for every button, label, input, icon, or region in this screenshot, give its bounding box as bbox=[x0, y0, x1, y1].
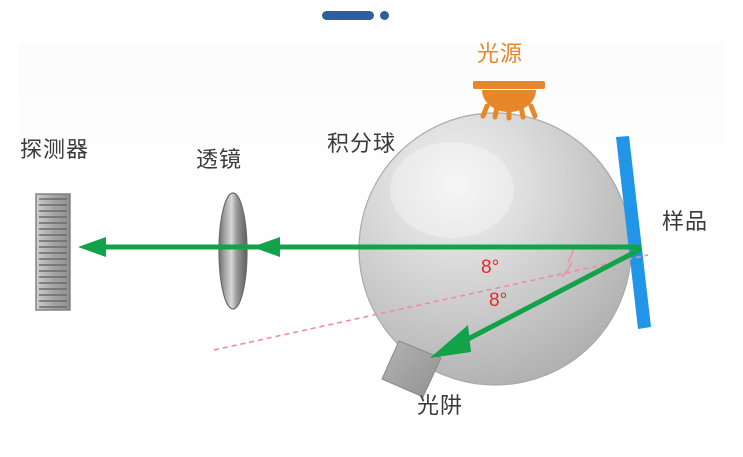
progress-bar-marker bbox=[322, 11, 374, 20]
marker-dot-icon bbox=[380, 11, 389, 20]
incident-ray-icon bbox=[78, 237, 641, 257]
light-source-icon bbox=[473, 81, 545, 121]
label-integrating-sphere: 积分球 bbox=[327, 132, 397, 157]
angle-label-upper: 8° bbox=[481, 257, 500, 278]
detector-icon bbox=[35, 193, 71, 311]
label-detector: 探测器 bbox=[20, 138, 90, 163]
angle-arc-lower bbox=[561, 261, 573, 278]
label-lens: 透镜 bbox=[196, 148, 243, 173]
normal-line-icon bbox=[213, 254, 649, 351]
light-trap-icon bbox=[381, 340, 442, 398]
reflected-ray-icon bbox=[430, 246, 643, 358]
angle-label-lower: 8° bbox=[489, 290, 508, 311]
label-light-source: 光源 bbox=[477, 42, 524, 67]
sample-icon bbox=[616, 136, 651, 329]
lens-icon bbox=[218, 192, 248, 310]
label-light-trap: 光阱 bbox=[417, 394, 464, 419]
label-sample: 样品 bbox=[662, 210, 709, 235]
